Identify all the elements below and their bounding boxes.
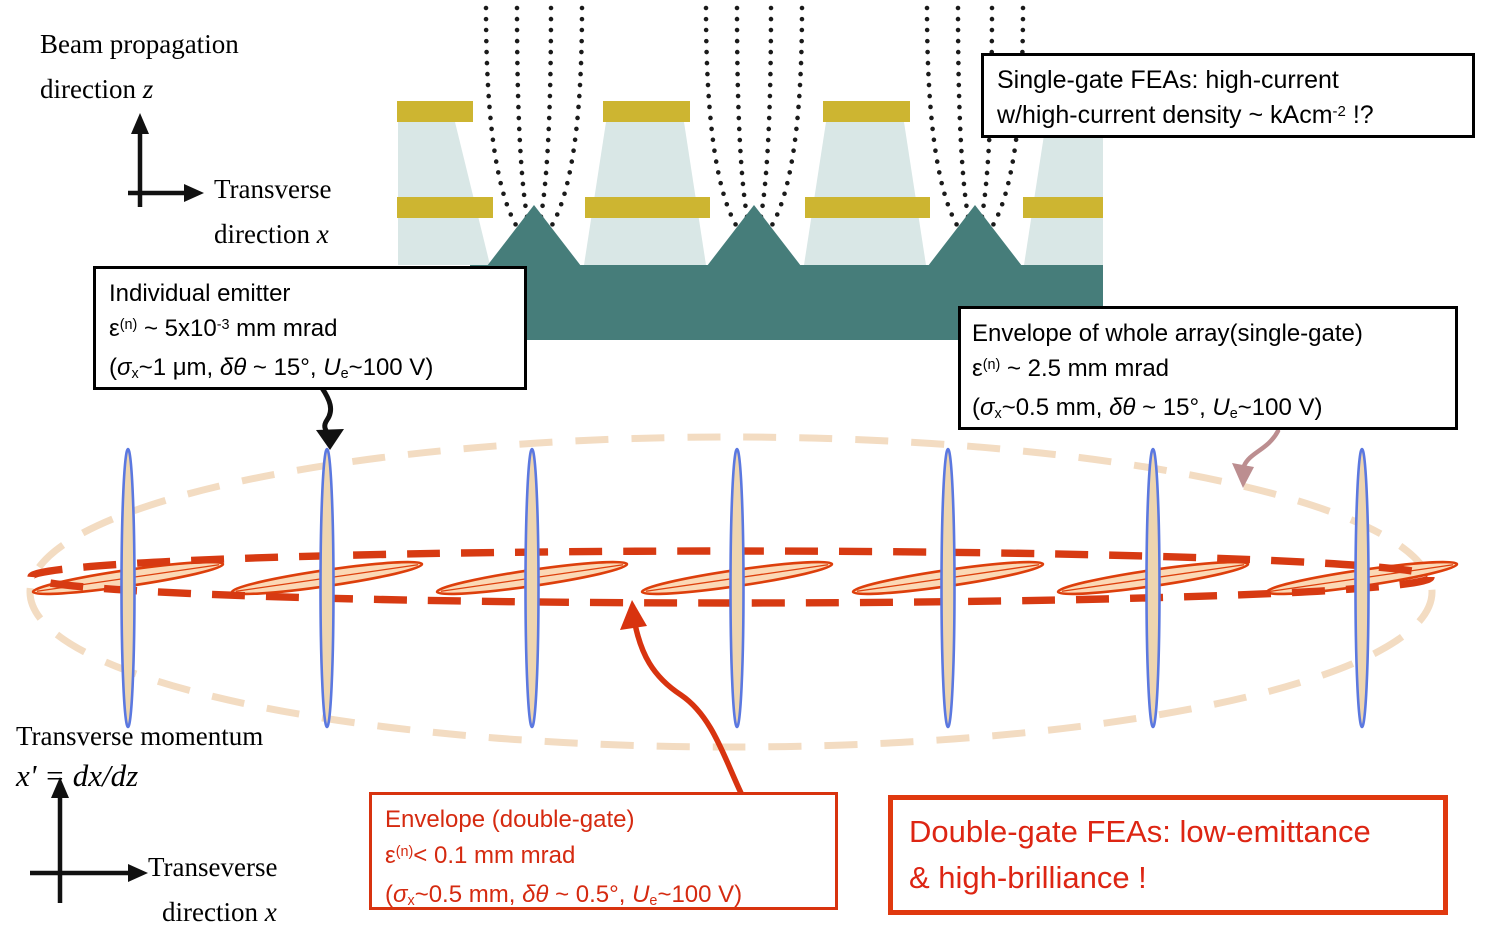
individual-emitter-line1: Individual emitter bbox=[109, 280, 291, 307]
blue-emitter-ellipse bbox=[120, 447, 136, 729]
insulator-pillar bbox=[584, 122, 706, 265]
single-gate-emitter-ellipses bbox=[120, 447, 1370, 729]
gate-electrode bbox=[805, 197, 930, 218]
blue-emitter-ellipse bbox=[319, 447, 335, 729]
double-gate-envelope-ellipse bbox=[27, 547, 1435, 607]
double-gate-line1: Double-gate FEAs: low-emittance bbox=[909, 814, 1371, 849]
double-gate-feas-box: Double-gate FEAs: low-emittance & high-b… bbox=[888, 795, 1448, 915]
insulator-pillar bbox=[398, 122, 490, 265]
transverse-top-line1: Transverse bbox=[214, 174, 332, 204]
envelope-array-line3: (σx~0.5 mm, δθ ~ 15°, Ue~100 V) bbox=[972, 394, 1323, 423]
single-gate-line1: Single-gate FEAs: high-current bbox=[997, 66, 1339, 94]
envelope-double-line1: Envelope (double-gate) bbox=[385, 806, 635, 833]
envelope-double-line3: (σx~0.5 mm, δθ ~ 0.5°, Ue~100 V) bbox=[385, 881, 743, 910]
emitter-tip bbox=[487, 205, 581, 266]
gate-electrode bbox=[823, 101, 910, 122]
insulator-pillars bbox=[398, 122, 1103, 265]
emitter-tip bbox=[707, 205, 801, 266]
envelope-array-line1: Envelope of whole array(single-gate) bbox=[972, 320, 1363, 347]
individual-emitter-line2: ε(n) ~ 5x10-3 mm mrad bbox=[109, 315, 338, 342]
gate-electrode bbox=[603, 101, 690, 122]
transverse-bottom-line1: Transeverse bbox=[148, 852, 278, 882]
single-gate-envelope-ellipse bbox=[26, 433, 1436, 751]
double-gate-envelope-arrow bbox=[620, 600, 744, 796]
single-gate-line2: w/high-current density ~ kAcm-2 !? bbox=[997, 101, 1374, 129]
double-gate-line2: & high-brilliance ! bbox=[909, 860, 1147, 895]
electron-beam-dots bbox=[483, 5, 1026, 236]
beam-axis-label-line1: Beam propagation bbox=[40, 29, 239, 59]
envelope-double-line2: ε(n)< 0.1 mm mrad bbox=[385, 842, 576, 869]
single-gate-feas-box: Single-gate FEAs: high-current w/high-cu… bbox=[981, 53, 1475, 138]
beam-axis-arrows bbox=[128, 113, 204, 207]
blue-emitter-ellipse bbox=[1145, 447, 1161, 729]
blue-emitter-ellipse bbox=[1354, 447, 1370, 729]
individual-emitter-line3: (σx~1 μm, δθ ~ 15°, Ue~100 V) bbox=[109, 354, 434, 383]
insulator-pillar bbox=[1024, 122, 1103, 265]
emitter-tip bbox=[928, 205, 1022, 266]
transverse-axis-top-label: Transverse direction x bbox=[214, 167, 332, 257]
gate-electrode bbox=[585, 197, 710, 218]
gate-electrode bbox=[397, 101, 473, 122]
transverse-axis-bottom-label: Transeverse direction x bbox=[148, 845, 277, 933]
beam-axis-label-line2: direction z bbox=[40, 74, 154, 104]
array-envelope-arrow bbox=[1232, 428, 1281, 488]
momentum-label-formula: x' = dx/dz bbox=[16, 758, 139, 793]
envelope-whole-array-box: Envelope of whole array(single-gate) ε(n… bbox=[958, 306, 1458, 430]
blue-emitter-ellipse bbox=[940, 447, 956, 729]
blue-emitter-ellipse bbox=[729, 447, 745, 729]
momentum-axis-arrows bbox=[30, 777, 148, 903]
transverse-top-line2: direction x bbox=[214, 219, 329, 249]
momentum-label-line1: Transverse momentum bbox=[16, 721, 264, 751]
gate-electrode bbox=[397, 197, 493, 218]
transverse-bottom-line2: direction x bbox=[162, 897, 277, 927]
individual-emitter-box: Individual emitter ε(n) ~ 5x10-3 mm mrad… bbox=[93, 266, 527, 390]
envelope-array-line2: ε(n) ~ 2.5 mm mrad bbox=[972, 355, 1170, 382]
envelope-double-gate-box: Envelope (double-gate) ε(n)< 0.1 mm mrad… bbox=[369, 792, 838, 910]
phase-space-plot bbox=[26, 433, 1459, 751]
gate-electrode bbox=[1023, 197, 1103, 218]
insulator-pillar bbox=[804, 122, 926, 265]
momentum-axis-label: Transverse momentum x' = dx/dz bbox=[16, 716, 263, 796]
blue-emitter-ellipse bbox=[524, 447, 540, 729]
individual-emitter-arrow bbox=[316, 385, 344, 450]
beam-axis-label: Beam propagation direction z bbox=[40, 22, 239, 112]
